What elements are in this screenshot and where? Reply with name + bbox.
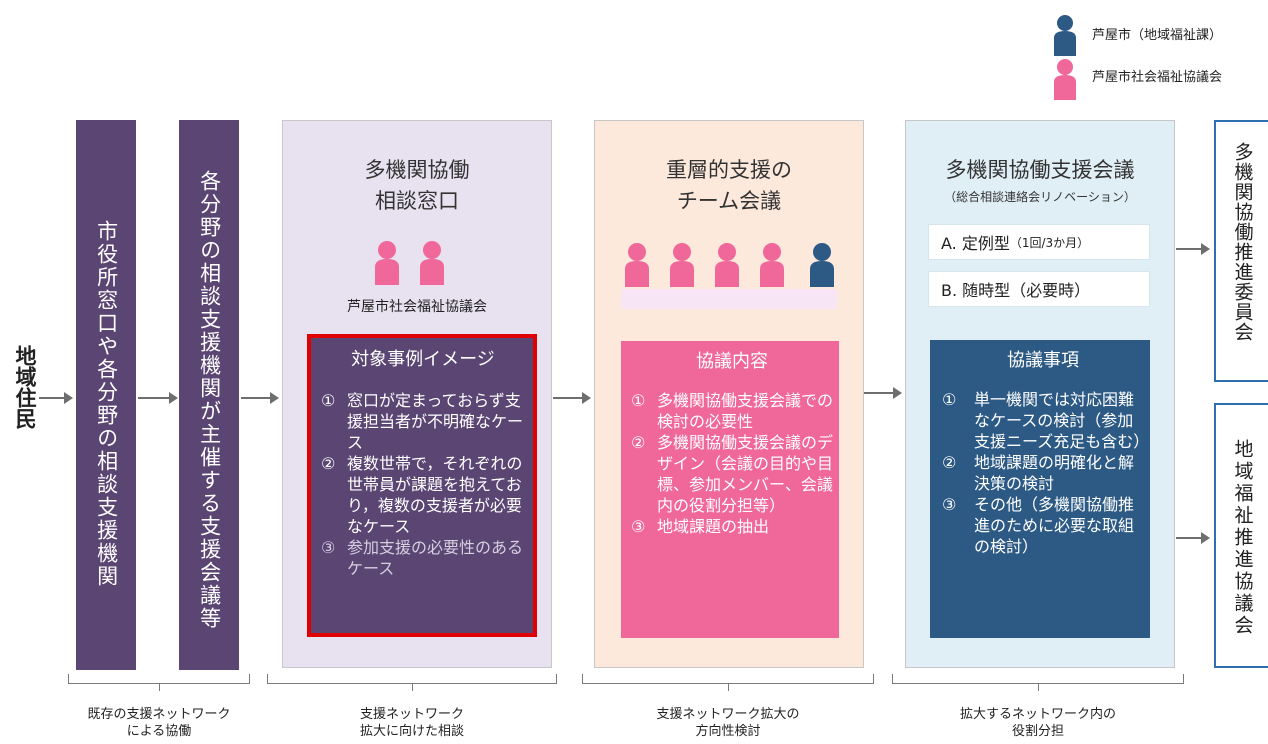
arrow-panel2-to-panel3: [864, 387, 902, 399]
city-person-legend-icon: [1054, 15, 1076, 56]
arrow-residents-to-column1: [39, 392, 73, 404]
target-cases-heading: 対象事例イメージ: [351, 349, 495, 370]
type-a-frequency: （1回/3か月）: [1009, 235, 1090, 250]
column-existing-agencies-text: 市役所窓口や各分野の相談支援機関: [94, 220, 119, 588]
panel-multi-agency-support-meeting: 多機関協働支援会議 （総合相談連絡会リノベーション） A. 定例型（1回/3か月…: [905, 120, 1175, 668]
arrow-column2-to-panel1: [241, 392, 279, 404]
bracket-consultation: [267, 674, 557, 691]
city-person-icon: [810, 243, 834, 287]
panel1-title: 多機関協働 相談窓口: [364, 158, 470, 213]
type-b-box: B. 随時型（必要時）: [928, 271, 1150, 307]
panel1-people-label: 芦屋市社会福祉協議会: [347, 299, 487, 315]
panel3-subtitle: （総合相談連絡会リノベーション）: [944, 190, 1136, 204]
arrow-panel3-to-right-top: [1176, 243, 1210, 255]
type-b-label: B. 随時型（必要時）: [941, 281, 1091, 300]
meeting-table-bar: [621, 289, 837, 309]
type-a-box: A. 定例型（1回/3か月）: [928, 224, 1150, 260]
council-person-icon: [760, 243, 784, 287]
welfare-council-label: 地域福祉推進協議会: [1231, 439, 1254, 637]
panel2-title: 重層的支援の チーム会議: [666, 158, 792, 213]
legend-council-label: 芦屋市社会福祉協議会: [1092, 70, 1223, 85]
arrow-column1-to-column2: [138, 392, 178, 404]
bracket-role-sharing-label: 拡大するネットワーク内の 役割分担: [959, 707, 1116, 739]
welfare-council-box: 地域福祉推進協議会: [1214, 403, 1268, 668]
council-person-legend-icon: [1054, 59, 1076, 100]
bracket-existing-network-label: 既存の支援ネットワーク による協働: [87, 707, 231, 739]
council-person-icon: [420, 241, 444, 285]
arrow-panel1-to-panel2: [553, 392, 591, 404]
column-support-meetings-text: 各分野の相談支援機関が主催する支援会議等: [197, 170, 222, 630]
promotion-committee-box: 多機関協働推進委員会: [1214, 120, 1268, 382]
council-person-icon: [715, 243, 739, 287]
council-person-icon: [375, 241, 399, 285]
council-person-icon: [625, 243, 649, 287]
bracket-direction: [582, 674, 874, 691]
discussion-contents-heading: 協議内容: [696, 351, 768, 372]
arrow-panel3-to-right-bottom: [1176, 532, 1210, 544]
type-a-label: A. 定例型: [941, 234, 1010, 253]
promotion-committee-label: 多機関協働推進委員会: [1231, 142, 1254, 342]
bracket-consultation-label: 支援ネットワーク 拡大に向けた相談: [359, 707, 464, 739]
bracket-role-sharing: [892, 674, 1184, 691]
bracket-existing-network: [68, 674, 250, 691]
column-support-meetings: 各分野の相談支援機関が主催する支援会議等: [179, 120, 239, 670]
panel3-title: 多機関協働支援会議: [945, 158, 1135, 182]
legend-city-label: 芦屋市（地域福祉課）: [1092, 28, 1223, 43]
local-residents-label: 地域住民: [13, 345, 37, 429]
council-person-icon: [670, 243, 694, 287]
bracket-direction-label: 支援ネットワーク拡大の 方向性検討: [656, 707, 800, 739]
agenda-items-heading: 協議事項: [1007, 350, 1079, 371]
column-existing-agencies: 市役所窓口や各分野の相談支援機関: [76, 120, 136, 670]
